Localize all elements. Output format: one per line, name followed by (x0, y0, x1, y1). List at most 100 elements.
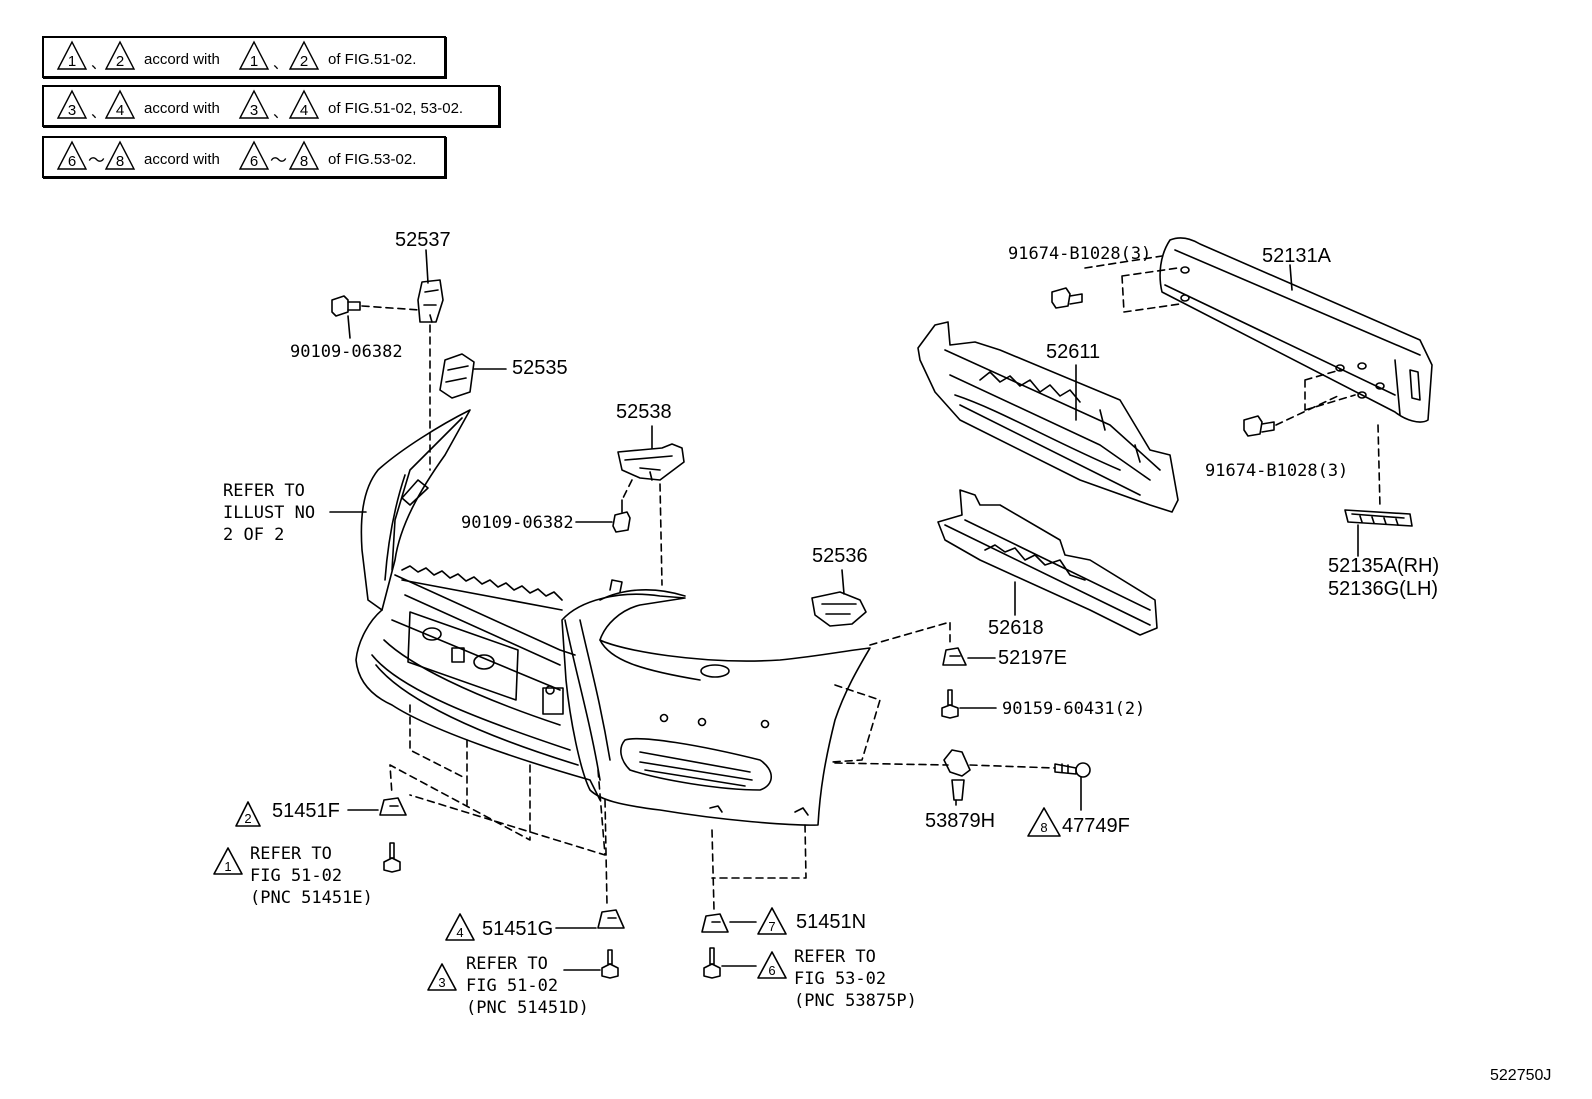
part-label-51451N: 51451N (796, 911, 866, 933)
refer-line: FIG 51-02 (466, 976, 558, 996)
note-marker-a: 1 (68, 53, 76, 70)
refer-line: REFER TO (250, 844, 332, 864)
note-row-2: 3 、 4 accord with 3 、 4 of FIG.51-02, 53… (42, 85, 500, 127)
clip-icon (597, 909, 625, 929)
note-text: of FIG.51-02, 53-02. (328, 100, 463, 117)
part-label-52136G: 52136G(LH) (1328, 578, 1438, 600)
part-label-52611: 52611 (1046, 341, 1100, 363)
triangle-marker-icon: 3 (56, 89, 88, 119)
note-marker-b: 8 (116, 153, 124, 170)
refer-line: REFER TO (794, 947, 876, 967)
figure-id: 522750J (1490, 1067, 1551, 1084)
marker-number: 4 (456, 925, 463, 940)
part-label-52135A: 52135A(RH) (1328, 555, 1439, 577)
triangle-marker-icon: 2 (235, 801, 261, 827)
front-bumper-lower-absorber (937, 489, 1158, 636)
triangle-marker-icon: 4 (445, 913, 475, 941)
note-text: of FIG.53-02. (328, 151, 416, 168)
refer-line: 2 OF 2 (223, 525, 284, 545)
refer-note-fig53: REFER TO FIG 53-02 (PNC 53875P) (794, 947, 917, 1011)
part-label-47749F: 47749F (1062, 815, 1130, 837)
note-marker-a: 6 (68, 153, 76, 170)
triangle-marker-icon: 3 (238, 89, 270, 119)
triangle-marker-icon: 2 (104, 40, 136, 70)
sensor-icon (1054, 762, 1091, 778)
triangle-marker-icon: 4 (104, 89, 136, 119)
seal-52135A-52136G (1344, 509, 1413, 527)
note-marker-b: 2 (116, 53, 124, 70)
screw-icon (601, 949, 619, 979)
part-label-91674-B1028: 91674-B1028(3) (1008, 244, 1151, 264)
note-marker-c: 3 (250, 102, 258, 119)
marker-number: 2 (244, 811, 251, 826)
note-separator: 、 (91, 55, 106, 72)
sensor-retainer-icon (943, 749, 971, 801)
screw-icon (703, 947, 721, 979)
part-label-52618: 52618 (988, 617, 1044, 639)
note-row-3: 6 ～ 8 accord with 6 ～ 8 of FIG.53-02. (42, 136, 446, 178)
refer-line: (PNC 51451D) (466, 998, 589, 1018)
part-label-52538: 52538 (616, 401, 672, 423)
marker-number: 3 (438, 975, 445, 990)
note-marker-a: 3 (68, 102, 76, 119)
refer-line: ILLUST NO (223, 503, 315, 523)
clip-icon (942, 647, 967, 666)
assembly-lines (361, 255, 1381, 911)
triangle-marker-icon: 1 (56, 40, 88, 70)
triangle-marker-icon: 8 (104, 140, 136, 170)
note-text: of FIG.51-02. (328, 51, 416, 68)
refer-note-fig51-b: REFER TO FIG 51-02 (PNC 51451D) (466, 954, 589, 1018)
part-label-51451G: 51451G (482, 918, 553, 940)
front-bumper-energy-absorber (917, 321, 1179, 513)
part-label-52131A: 52131A (1262, 245, 1332, 267)
bolt-icon (1051, 287, 1083, 309)
screw-icon (941, 689, 959, 719)
clip-icon (701, 913, 729, 933)
bolt-icon (331, 295, 361, 317)
triangle-marker-icon: 8 (1027, 807, 1061, 837)
marker-number: 6 (768, 963, 775, 978)
note-text: accord with (144, 100, 220, 117)
note-text: accord with (144, 151, 220, 168)
part-label-90109-06382: 90109-06382 (290, 342, 403, 362)
leader-lines (329, 249, 1359, 971)
part-label-53879H: 53879H (925, 810, 995, 832)
note-text: accord with (144, 51, 220, 68)
triangle-marker-icon: 6 (757, 951, 787, 979)
refer-line: FIG 53-02 (794, 969, 886, 989)
triangle-marker-icon: 1 (213, 847, 243, 875)
marker-number: 1 (224, 859, 231, 874)
note-separator: ～ (88, 151, 105, 170)
triangle-marker-icon: 1 (238, 40, 270, 70)
refer-note-fig51-a: REFER TO FIG 51-02 (PNC 51451E) (250, 844, 373, 908)
part-label-52535: 52535 (512, 357, 568, 379)
refer-line: (PNC 51451E) (250, 888, 373, 908)
screw-icon (383, 842, 401, 873)
part-label-91674-B1028: 91674-B1028(3) (1205, 461, 1348, 481)
note-marker-d: 8 (300, 153, 308, 170)
refer-note-illust: REFER TO ILLUST NO 2 OF 2 (223, 481, 315, 545)
marker-number: 7 (768, 919, 775, 934)
note-marker-c: 1 (250, 53, 258, 70)
part-label-90159-60431: 90159-60431(2) (1002, 699, 1145, 719)
note-separator: 、 (273, 104, 288, 121)
note-marker-b: 4 (116, 102, 124, 119)
front-bumper-cover (355, 409, 871, 826)
note-separator: 、 (91, 104, 106, 121)
screw-icon (612, 499, 631, 533)
part-label-90109-06382: 90109-06382 (461, 513, 574, 533)
note-separator: 、 (273, 55, 288, 72)
bracket-52537 (417, 279, 444, 323)
triangle-marker-icon: 6 (56, 140, 88, 170)
triangle-marker-icon: 4 (288, 89, 320, 119)
marker-number: 8 (1040, 820, 1047, 835)
bracket-52536 (811, 591, 867, 627)
triangle-marker-icon: 6 (238, 140, 270, 170)
note-marker-c: 6 (250, 153, 258, 170)
triangle-marker-icon: 7 (757, 907, 787, 935)
note-marker-d: 4 (300, 102, 308, 119)
refer-line: REFER TO (223, 481, 305, 501)
part-label-52537: 52537 (395, 229, 451, 251)
